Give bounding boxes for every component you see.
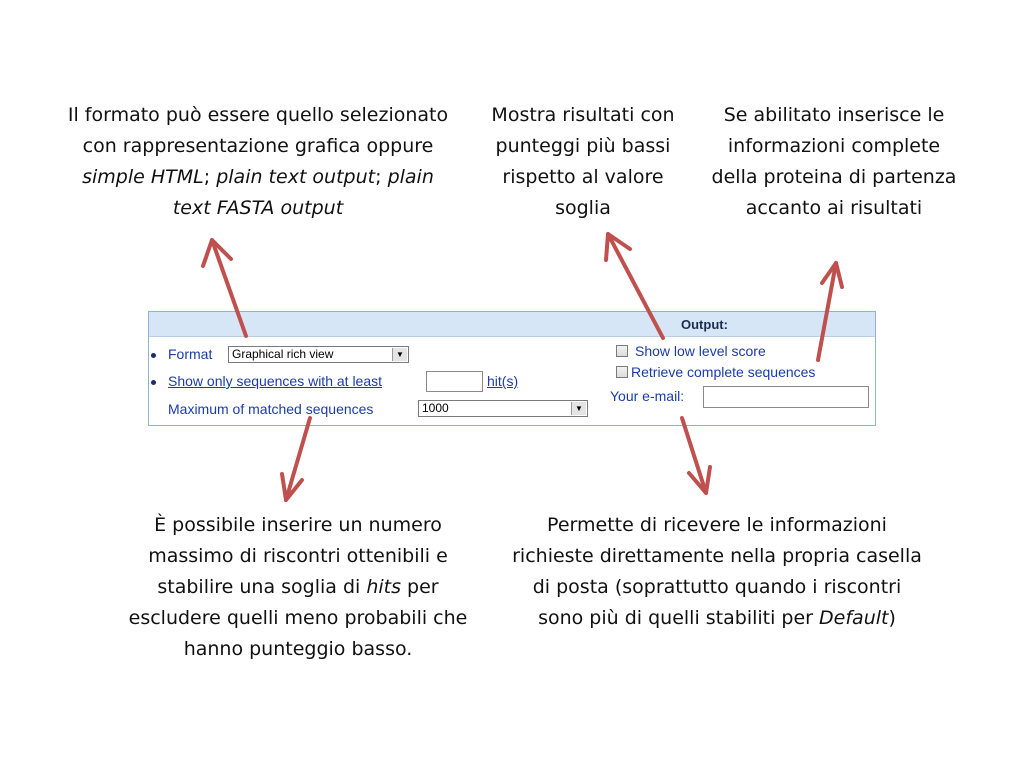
bullet-icon	[151, 353, 156, 358]
hits-input[interactable]	[426, 371, 483, 392]
bullet-icon	[151, 380, 156, 385]
note-max-text-end: per escludere quelli meno probabili che …	[128, 576, 468, 660]
low-score-label: Show low level score	[635, 343, 766, 359]
hits-link[interactable]: hit(s)	[487, 373, 519, 389]
note-format: Il formato può essere quello selezionato…	[66, 100, 450, 224]
note-email-default: Default	[819, 607, 889, 629]
note-max-text: È possibile inserire un numero massimo d…	[148, 514, 448, 598]
note-max-hits: hits	[366, 576, 402, 598]
format-select-value: Graphical rich view	[232, 347, 334, 361]
note-format-text: Il formato può essere quello selezionato…	[67, 104, 449, 157]
retrieve-checkbox[interactable]	[616, 366, 628, 378]
output-options-panel: Output: Format Graphical rich view ▼ Sho…	[148, 311, 876, 426]
note-email-text: Permette di ricevere le informazioni ric…	[512, 514, 922, 629]
low-score-checkbox[interactable]	[616, 345, 628, 357]
max-sequences-label: Maximum of matched sequences	[168, 401, 374, 417]
note-format-plain-text: plain text output	[216, 166, 376, 188]
panel-header: Output:	[149, 312, 875, 337]
retrieve-label: Retrieve complete sequences	[631, 364, 816, 380]
show-only-link[interactable]: Show only sequences with at least	[168, 373, 383, 389]
max-sequences-value: 1000	[422, 401, 449, 415]
note-max-sequences: È possibile inserire un numero massimo d…	[118, 510, 478, 665]
output-title: Output:	[681, 317, 728, 332]
note-format-fasta: plain text FASTA output	[172, 166, 434, 219]
email-input[interactable]	[703, 386, 869, 408]
note-retrieve: Se abilitato inserisce le informazioni c…	[711, 104, 957, 219]
format-select[interactable]: Graphical rich view ▼	[228, 346, 409, 363]
max-sequences-select[interactable]: 1000 ▼	[418, 400, 588, 417]
format-label: Format	[168, 346, 213, 362]
note-email-close: )	[888, 607, 896, 629]
email-label: Your e-mail:	[610, 388, 685, 404]
note-format-sep1: ;	[203, 166, 217, 188]
arrow-max-sequences	[280, 416, 312, 502]
note-format-simple-html: simple HTML	[82, 166, 204, 188]
dropdown-arrow-icon[interactable]: ▼	[571, 402, 586, 415]
dropdown-arrow-icon[interactable]: ▼	[392, 348, 407, 361]
note-format-sep2: ;	[375, 166, 388, 188]
arrow-email	[680, 416, 712, 495]
note-low-score: Mostra risultati con punteggi più bassi …	[491, 104, 675, 219]
note-email: Permette di ricevere le informazioni ric…	[510, 510, 924, 634]
